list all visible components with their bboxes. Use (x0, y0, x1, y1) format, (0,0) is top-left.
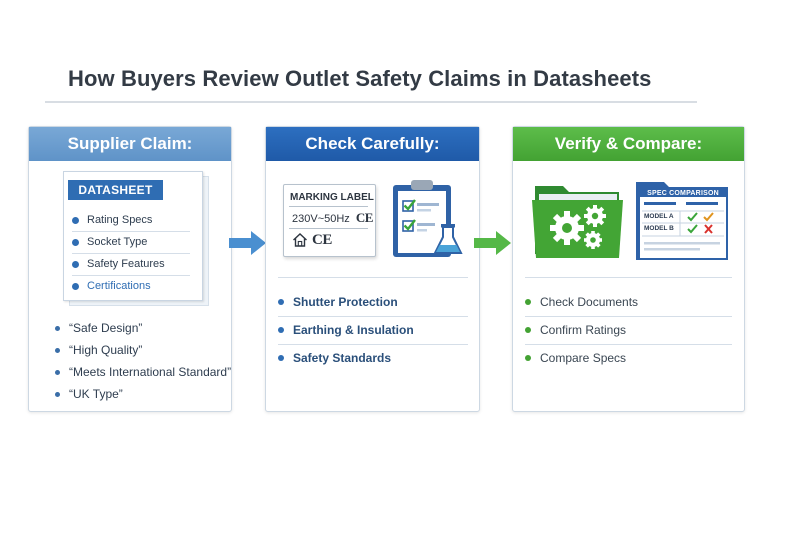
verify-item-label: Compare Specs (540, 351, 627, 365)
bullet-icon (72, 238, 79, 246)
verify-compare-heading: Verify & Compare: (513, 127, 744, 161)
verify-compare-panel: Verify & Compare: (512, 126, 745, 412)
verify-item-label: Confirm Ratings (540, 323, 627, 337)
verify-item: Compare Specs (525, 347, 626, 369)
claim-label: “Safe Design” (69, 321, 143, 335)
verify-item: Check Documents (525, 291, 638, 313)
datasheet-item: Rating Specs (72, 209, 190, 232)
divider (525, 277, 732, 278)
verify-item-label: Check Documents (540, 295, 639, 309)
gear-folder-icon (532, 186, 623, 258)
claims-list: “Safe Design” “High Quality” “Meets Inte… (55, 317, 231, 405)
spec-comparison-icon (636, 182, 728, 260)
bullet-icon (55, 369, 60, 375)
datasheet-item-label: Socket Type (87, 236, 148, 248)
marking-label: MARKING LABEL 230V~50Hz CE CE (283, 184, 376, 257)
ce-mark: CE (312, 231, 332, 248)
bullet-icon (525, 355, 531, 361)
check-item: Earthing & Insulation (278, 319, 414, 341)
divider (278, 277, 468, 278)
spec-comparison-card: SPEC COMPARISON MODEL A MODEL B (634, 178, 732, 263)
house-symbol-icon (293, 233, 307, 247)
ce-mark: CE (355, 210, 374, 225)
title-divider (45, 101, 697, 103)
datasheet-title: DATASHEET (68, 180, 163, 200)
bullet-icon (525, 299, 531, 305)
bullet-icon (72, 260, 79, 268)
check-item: Safety Standards (278, 347, 391, 369)
claim-label: “High Quality” (69, 343, 143, 357)
clipboard-checklist-icon (393, 180, 463, 257)
claim-item: “UK Type” (55, 383, 231, 405)
claim-item: “Safe Design” (55, 317, 231, 339)
bullet-icon (278, 327, 284, 333)
divider (289, 228, 368, 229)
divider (525, 316, 732, 317)
claim-label: “Meets International Standard” (69, 365, 232, 379)
bullet-icon (525, 327, 531, 333)
right-arrow-icon (229, 231, 266, 255)
page-title: How Buyers Review Outlet Safety Claims i… (68, 66, 652, 91)
marking-voltage: 230V~50Hz CE (292, 210, 373, 226)
claim-label: “UK Type” (69, 387, 123, 401)
verify-item: Confirm Ratings (525, 319, 626, 341)
datasheet-item: Socket Type (72, 231, 190, 254)
claim-item: “Meets International Standard” (55, 361, 231, 383)
divider (278, 316, 468, 317)
check-carefully-panel: Check Carefully: MARKING LABEL 230V~50Hz… (265, 126, 480, 412)
datasheet-item-label: Safety Features (87, 258, 165, 270)
bullet-icon (72, 282, 79, 290)
bullet-icon (55, 391, 60, 397)
supplier-claim-heading: Supplier Claim: (29, 127, 231, 161)
model-a-label: MODEL A (644, 213, 674, 220)
check-carefully-heading: Check Carefully: (266, 127, 479, 161)
marking-label-title: MARKING LABEL (290, 192, 374, 203)
claim-item: “High Quality” (55, 339, 231, 361)
right-arrow-icon (474, 231, 511, 255)
datasheet-item-label: Certifications (87, 280, 151, 292)
check-item-label: Earthing & Insulation (293, 323, 414, 337)
check-item-label: Shutter Protection (293, 295, 398, 309)
datasheet-card: DATASHEET Rating Specs Socket Type Safet… (63, 171, 203, 301)
divider (289, 206, 368, 207)
supplier-claim-panel: Supplier Claim: DATASHEET Rating Specs S… (28, 126, 232, 412)
check-item-label: Safety Standards (293, 351, 392, 365)
bullet-icon (278, 355, 284, 361)
bullet-icon (55, 347, 60, 353)
bullet-icon (55, 325, 60, 331)
divider (525, 344, 732, 345)
bullet-icon (72, 216, 79, 224)
check-item: Shutter Protection (278, 291, 398, 313)
model-b-label: MODEL B (644, 225, 674, 232)
marking-symbols: CE (292, 232, 332, 248)
marking-voltage-text: 230V~50Hz (292, 213, 350, 225)
divider (278, 344, 468, 345)
spec-comparison-title: SPEC COMPARISON (647, 190, 719, 197)
bullet-icon (278, 299, 284, 305)
datasheet-item: Safety Features (72, 253, 190, 276)
datasheet-item-label: Rating Specs (87, 214, 153, 226)
datasheet-item: Certifications (72, 275, 190, 297)
